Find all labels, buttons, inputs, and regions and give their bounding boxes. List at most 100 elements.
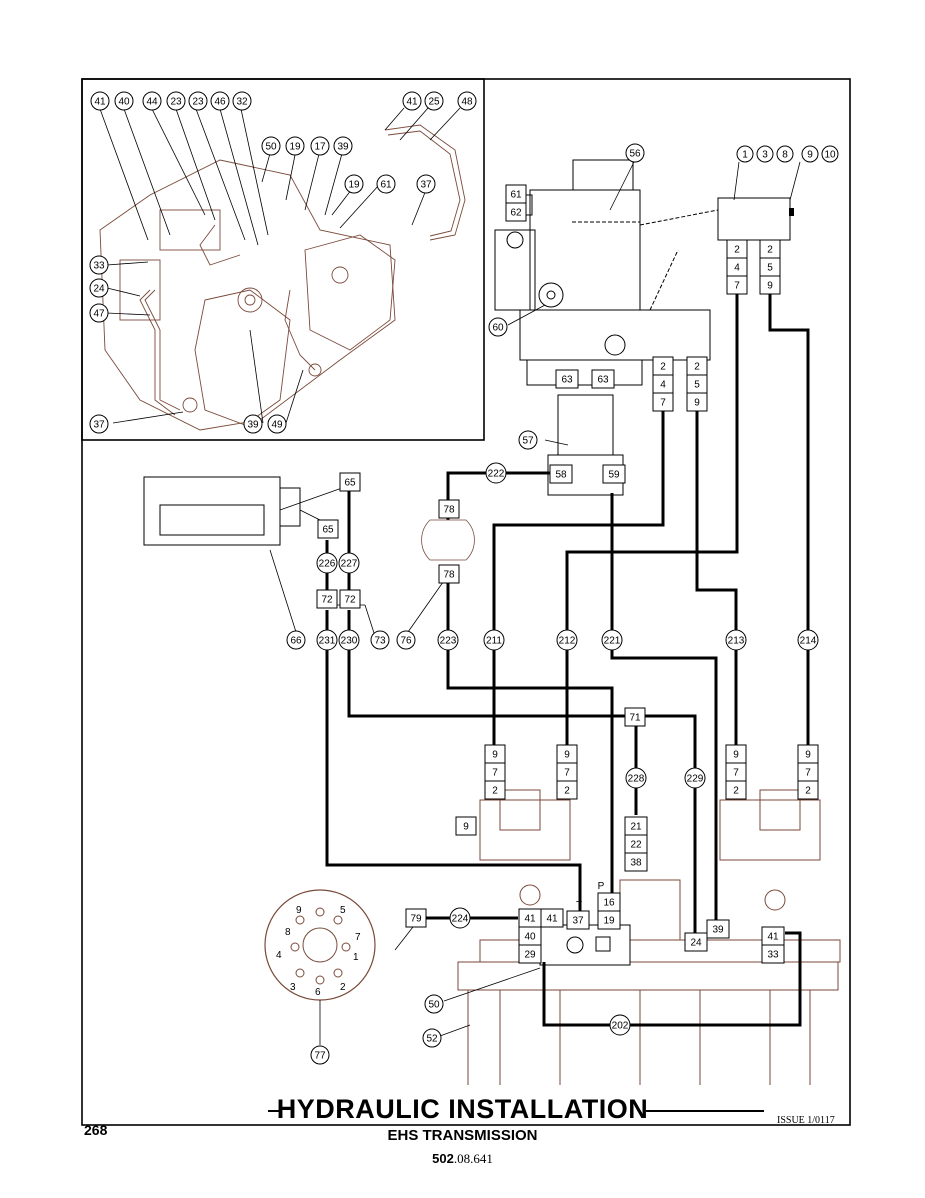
callout-61: 61 <box>376 174 396 194</box>
svg-text:5: 5 <box>340 905 346 916</box>
callout-33: 33 <box>89 255 109 275</box>
box-valve-9b: 9 <box>759 275 781 295</box>
svg-text:16: 16 <box>603 898 615 909</box>
svg-text:58: 58 <box>555 470 567 481</box>
box-valve-2b: 2 <box>759 239 781 259</box>
thin-leaders <box>269 159 801 1045</box>
svg-text:7: 7 <box>805 768 811 779</box>
svg-text:9: 9 <box>296 905 302 916</box>
box-valve-5b: 5 <box>759 257 781 277</box>
svg-text:212: 212 <box>559 636 576 647</box>
svg-text:227: 227 <box>341 559 358 570</box>
page-title: HYDRAULIC INSTALLATION <box>276 1094 649 1124</box>
control-valve-block <box>717 197 794 241</box>
svg-text:29: 29 <box>524 950 536 961</box>
svg-text:72: 72 <box>321 595 333 606</box>
svg-text:23: 23 <box>192 97 204 108</box>
callout-40: 40 <box>114 91 134 111</box>
svg-text:9: 9 <box>492 750 498 761</box>
svg-text:23: 23 <box>170 97 182 108</box>
part-number-prefix: 502 <box>432 1151 454 1166</box>
callout-10: 10 <box>821 145 839 163</box>
box-pump-4a: 4 <box>652 374 674 394</box>
box-63b: 63 <box>591 369 615 389</box>
svg-text:33: 33 <box>767 950 779 961</box>
svg-text:2: 2 <box>492 786 498 797</box>
svg-text:32: 32 <box>236 97 248 108</box>
callout-52: 52 <box>422 1028 442 1048</box>
part-number: 502.08.641 <box>0 1151 925 1167</box>
callout-50: 50 <box>424 994 444 1014</box>
callout-224: 224 <box>449 907 471 929</box>
svg-text:22: 22 <box>630 840 642 851</box>
box-l1-9: 9 <box>484 744 506 764</box>
svg-text:21: 21 <box>630 822 642 833</box>
callout-47: 47 <box>89 303 109 323</box>
svg-text:50: 50 <box>265 142 277 153</box>
callout-19: 19 <box>285 136 305 156</box>
callout-212: 212 <box>556 629 578 651</box>
svg-text:65: 65 <box>344 478 356 489</box>
svg-text:41: 41 <box>524 914 536 925</box>
box-r1-7: 7 <box>725 762 747 782</box>
box-58: 58 <box>549 464 573 484</box>
svg-text:38: 38 <box>630 858 642 869</box>
callout-3: 3 <box>756 145 774 163</box>
box-r1-2: 2 <box>725 780 747 800</box>
svg-text:9: 9 <box>807 150 813 161</box>
callout-227: 227 <box>338 552 360 574</box>
box-41c: 41 <box>761 926 785 946</box>
svg-text:211: 211 <box>486 636 502 647</box>
box-22: 22 <box>624 834 648 854</box>
svg-text:63: 63 <box>597 375 609 386</box>
svg-text:72: 72 <box>344 595 356 606</box>
box-l2-2: 2 <box>556 780 578 800</box>
svg-text:7: 7 <box>492 768 498 779</box>
box-l1-7: 7 <box>484 762 506 782</box>
box-65a: 65 <box>339 472 361 492</box>
box-pump-7a: 7 <box>652 392 674 412</box>
svg-text:78: 78 <box>443 505 455 516</box>
svg-text:9: 9 <box>767 281 773 292</box>
svg-text:78: 78 <box>443 570 455 581</box>
svg-text:223: 223 <box>440 636 457 647</box>
callout-231: 231 <box>316 629 338 651</box>
svg-text:230: 230 <box>341 636 358 647</box>
svg-text:231: 231 <box>319 636 336 647</box>
svg-text:202: 202 <box>612 1021 629 1032</box>
svg-text:76: 76 <box>400 636 412 647</box>
callout-17: 17 <box>310 136 330 156</box>
svg-text:9: 9 <box>463 822 469 833</box>
svg-text:17: 17 <box>314 142 326 153</box>
svg-text:19: 19 <box>348 180 360 191</box>
svg-text:228: 228 <box>628 774 645 785</box>
callout-230: 230 <box>338 629 360 651</box>
svg-text:56: 56 <box>629 149 641 160</box>
svg-text:2: 2 <box>734 245 740 256</box>
svg-text:213: 213 <box>728 636 745 647</box>
svg-text:24: 24 <box>93 284 105 295</box>
svg-text:40: 40 <box>524 932 536 943</box>
main-callouts: 56 1 3 8 9 10 57 222 226 227 66 73 76 23… <box>286 143 839 1065</box>
svg-text:37: 37 <box>93 420 105 431</box>
disc-77: 9 5 8 4 3 2 1 7 6 <box>264 889 376 1001</box>
box-r2-2: 2 <box>797 780 819 800</box>
callout-213: 213 <box>725 629 747 651</box>
svg-text:77: 77 <box>314 1051 326 1062</box>
svg-text:25: 25 <box>428 97 440 108</box>
box-pump-2a: 2 <box>652 356 674 376</box>
callout-39b: 39 <box>243 414 263 434</box>
svg-text:63: 63 <box>561 375 573 386</box>
box-pump-5b: 5 <box>686 374 708 394</box>
svg-text:229: 229 <box>687 774 704 785</box>
svg-text:4: 4 <box>276 950 282 961</box>
callout-39: 39 <box>333 136 353 156</box>
valve-body-lower <box>539 924 631 966</box>
svg-text:8: 8 <box>782 150 788 161</box>
inset-callouts: 41 40 44 23 23 46 32 41 25 48 50 19 17 3… <box>89 91 477 434</box>
svg-text:222: 222 <box>488 469 505 480</box>
svg-text:8: 8 <box>285 927 291 938</box>
box-valve-7a: 7 <box>726 275 748 295</box>
svg-text:19: 19 <box>603 916 615 927</box>
